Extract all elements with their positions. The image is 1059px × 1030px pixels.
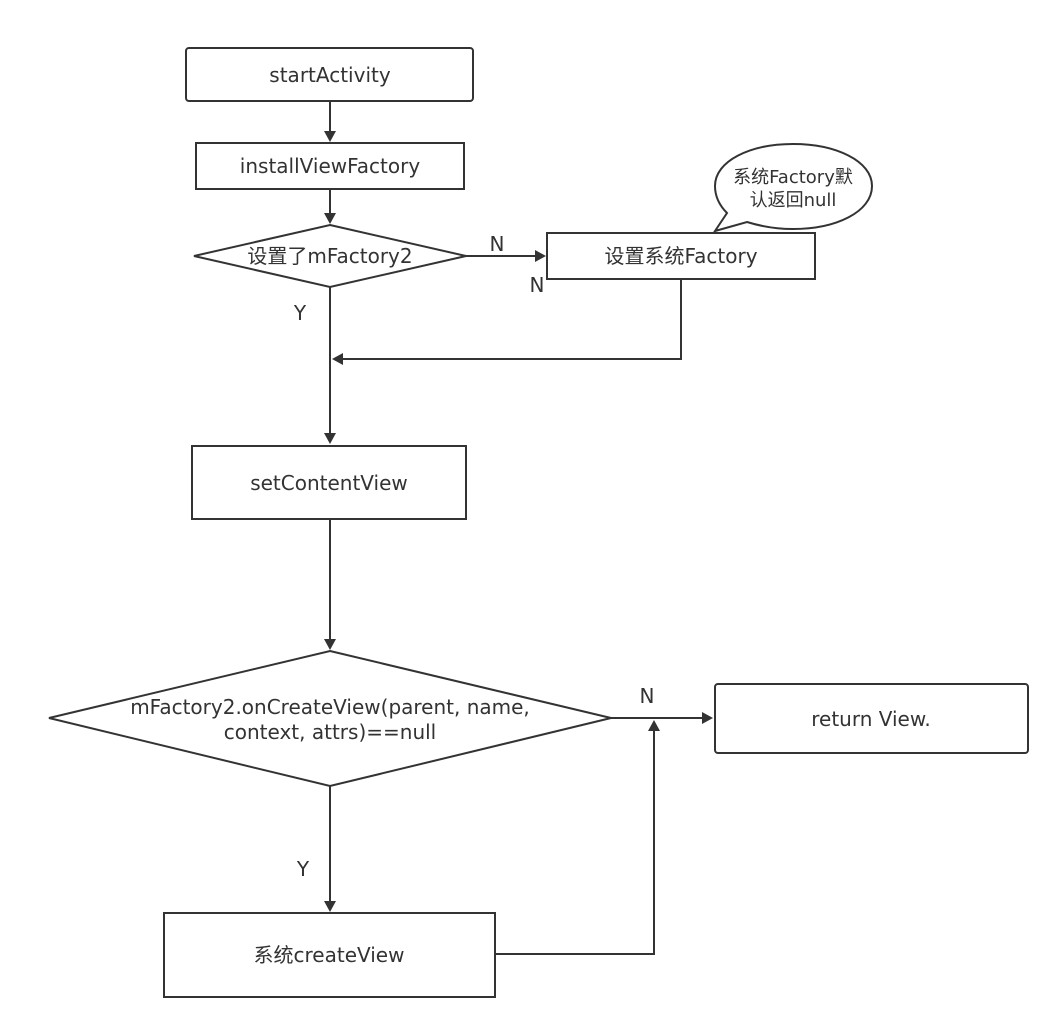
node-start-activity-label: startActivity (269, 63, 391, 87)
edge-label-factory2-no: N (490, 232, 505, 256)
arrowhead (324, 213, 336, 224)
arrowhead (324, 131, 336, 142)
node-set-content-view: setContentView (191, 445, 467, 520)
callout-default-null: 系统Factory默 认返回null (712, 142, 874, 233)
decision-factory2-label: 设置了mFactory2 (247, 244, 412, 268)
callout-line-2: 认返回null (750, 190, 837, 211)
node-system-create-view: 系统createView (163, 912, 496, 998)
arrowhead (324, 433, 336, 444)
arrowhead (535, 250, 546, 262)
arrowhead (324, 639, 336, 650)
node-install-view-factory-label: installViewFactory (240, 154, 421, 178)
edge-labels: N N Y N Y (293, 232, 655, 881)
node-system-create-view-label: 系统createView (254, 943, 405, 967)
decision-on-create-view: mFactory2.onCreateView(parent, name, con… (48, 649, 612, 788)
decision-on-create-view-line-2: context, attrs)==null (224, 720, 436, 744)
arrowhead (702, 712, 713, 724)
arrowhead (648, 720, 660, 731)
edge-label-oncreate-no: N (640, 684, 655, 708)
node-return-view-label: return View. (811, 707, 931, 731)
node-set-system-factory-label: 设置系统Factory (604, 244, 757, 268)
arrowhead (332, 353, 343, 365)
edge-label-factory2-no-second: N (530, 273, 545, 297)
decision-on-create-view-line-1: mFactory2.onCreateView(parent, name, (130, 695, 530, 719)
edge-system-factory-to-merge (342, 279, 682, 360)
callout-bubble (712, 142, 874, 233)
node-return-view: return View. (714, 683, 1029, 754)
edges (324, 101, 713, 955)
callout-line-1: 系统Factory默 (733, 167, 853, 188)
edge-label-oncreate-yes: Y (296, 857, 310, 881)
edge-create-view-to-return (495, 730, 655, 955)
edge-label-factory2-yes: Y (293, 301, 307, 325)
arrowhead (324, 901, 336, 912)
node-set-system-factory: 设置系统Factory (546, 232, 816, 280)
decision-factory2: 设置了mFactory2 (193, 223, 467, 289)
node-set-content-view-label: setContentView (250, 471, 408, 495)
node-install-view-factory: installViewFactory (195, 142, 465, 190)
node-start-activity: startActivity (185, 47, 474, 102)
